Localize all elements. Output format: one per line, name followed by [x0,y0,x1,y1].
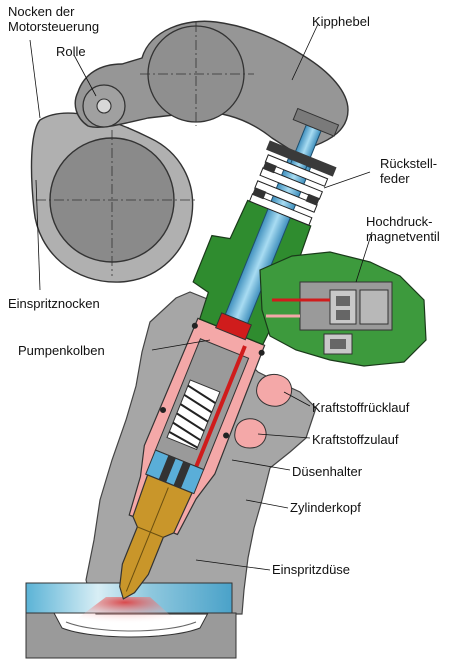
leader-lines [29,23,373,571]
return-spring [248,140,337,226]
label-return-spring-line2: feder [380,171,410,186]
combustion-chamber [25,582,237,659]
label-cylinder-head: Zylinderkopf [290,500,361,515]
fuel-return-port [256,374,293,407]
label-injection-nozzle: Einspritzdüse [272,562,351,577]
label-roller: Rolle [56,44,86,59]
label-fuel-return: Kraftstoffrücklauf [312,400,410,415]
label-cam-control-line2: Motorsteuerung [8,19,100,34]
label-rocker-arm: Kipphebel [312,14,370,29]
fuel-supply-port [234,418,267,449]
nozzle-spring [166,379,221,451]
label-injection-cam: Einspritznocken [8,296,100,311]
label-cam-control-line1: Nocken der [8,4,75,19]
injection-cam [30,112,196,283]
label-hp-valve-line1: Hochdruck- [366,214,433,229]
roller [82,84,126,128]
injection-nozzle [119,474,193,600]
hp-solenoid-valve [259,251,427,367]
label-fuel-supply: Kraftstoffzulauf [312,432,399,447]
label-hp-valve-line2: magnetventil [366,229,440,244]
label-return-spring-line1: Rückstell- [380,156,438,171]
label-nozzle-holder: Düsenhalter [292,464,363,479]
label-pump-piston: Pumpenkolben [18,343,105,358]
